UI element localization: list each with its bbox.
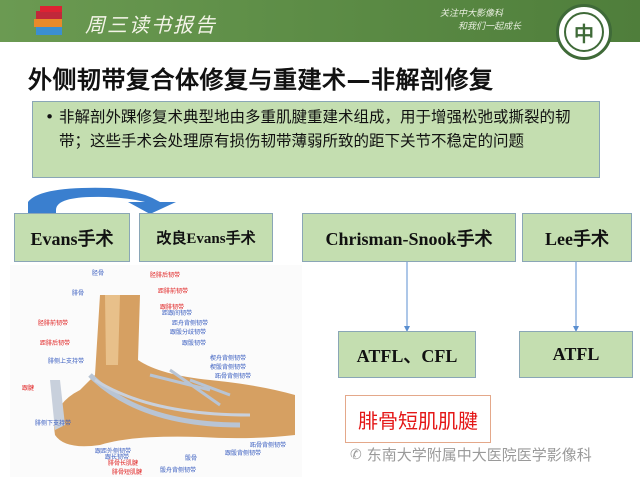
bullet-marker: • [45, 108, 55, 126]
anatomy-label: 楔舟背侧韧带 [210, 354, 246, 362]
slogan-line: 关注中大影像科 [440, 9, 504, 19]
slide-title: 外侧韧带复合体修复与重建术—非解剖修复 [28, 66, 494, 94]
anatomy-label: 胫腓前韧带 [38, 319, 68, 327]
anatomy-label: 跟骰分歧韧带 [170, 328, 206, 336]
anatomy-label: 距舟背侧韧带 [172, 319, 208, 327]
slogan-line: 和我们一起成长 [458, 22, 522, 32]
watermark: ✆ 东南大学附属中大医院医学影像科 [350, 444, 592, 465]
anatomy-label: 跟腓韧带 [160, 303, 184, 311]
anatomy-label: 跟长韧带 [105, 453, 129, 461]
anatomy-label: 距腓前韧带 [158, 287, 188, 295]
anatomy-label: 胫骨 [92, 269, 104, 277]
modified-evans-box: 改良Evans手术 [139, 213, 273, 262]
anatomy-label: 腓骨短肌腱 [112, 468, 142, 476]
bullet-text: 非解剖外踝修复术典型地由多重肌腱重建术组成，用于增强松弛或撕裂的韧带；这些手术会… [59, 108, 571, 150]
anatomy-label: 骰骨 [185, 455, 197, 462]
header-logo-text: 周三读书报告 [85, 13, 217, 37]
ankle-anatomy-image: 胫骨 腓骨 距跟间韧带 距舟背侧韧带 跟骰分歧韧带 跟骰韧带 楔舟背侧韧带 楔骰… [10, 265, 302, 477]
watermark-text: 东南大学附属中大医院医学影像科 [366, 446, 592, 464]
anatomy-label: 胫腓后韧带 [150, 271, 180, 279]
header-banner: 周三读书报告 关注中大影像科 和我们一起成长 [0, 0, 640, 42]
anatomy-label: 骰舟背侧韧带 [160, 466, 196, 474]
atfl-box: ATFL [519, 331, 633, 378]
atfl-cfl-box: ATFL、CFL [338, 331, 476, 378]
connector-lines [404, 262, 579, 332]
anatomy-label: 距腓后韧带 [40, 339, 70, 347]
anatomy-label: 跟骰韧带 [182, 339, 206, 347]
seal-char: 中 [564, 12, 604, 52]
anatomy-label: 跖骨背侧韧带 [215, 372, 251, 380]
anatomy-label: 腓骨 [72, 289, 84, 297]
curved-arrow-icon [28, 187, 176, 220]
header-slogan: 关注中大影像科 和我们一起成长 [440, 8, 521, 34]
lee-box: Lee手术 [522, 213, 632, 262]
anatomy-label: 腓侧下支持带 [35, 419, 71, 427]
anatomy-label: 跖骨背侧韧带 [250, 441, 286, 449]
evans-box: Evans手术 [14, 213, 130, 262]
hospital-seal-logo: 中 [556, 4, 612, 60]
anatomy-label: 跟距外侧韧带 [95, 447, 131, 455]
bullet-box: • 非解剖外踝修复术典型地由多重肌腱重建术组成，用于增强松弛或撕裂的韧带；这些手… [32, 101, 600, 178]
books-logo-icon [34, 6, 62, 35]
anatomy-label: 距跟间韧带 [162, 309, 192, 317]
anatomy-label: 楔骰背侧韧带 [210, 363, 246, 371]
wechat-icon: ✆ [350, 446, 362, 463]
anatomy-label: 跟腱 [22, 384, 34, 392]
anatomy-label: 跟骰背侧韧带 [225, 449, 261, 457]
anatomy-label: 腓侧上支持带 [48, 357, 84, 365]
anatomy-label: 腓骨长肌腱 [108, 459, 138, 467]
chrisman-snook-box: Chrisman-Snook手术 [302, 213, 516, 262]
peroneus-brevis-label: 腓骨短肌肌腱 [345, 395, 491, 443]
